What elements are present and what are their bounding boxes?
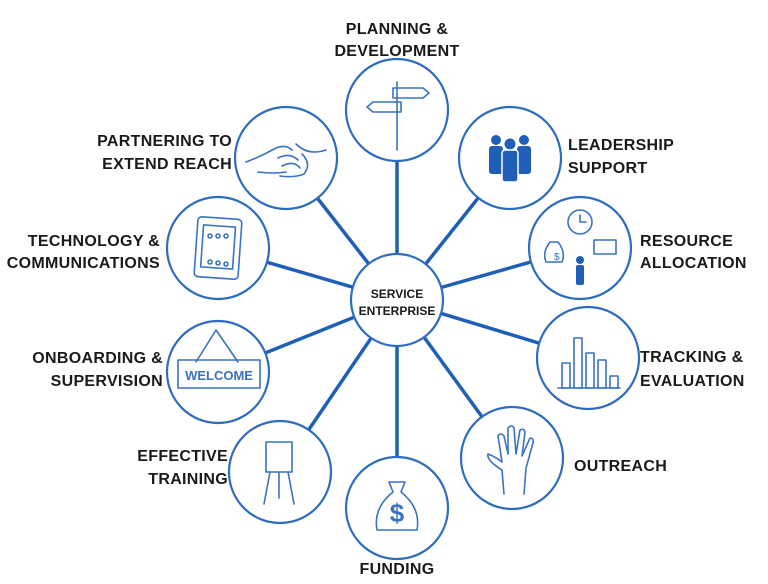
- label-outreach: OUTREACH: [574, 458, 667, 475]
- svg-text:EFFECTIVE: EFFECTIVE: [137, 448, 228, 465]
- svg-text:$: $: [390, 498, 405, 528]
- label-leadership: LEADERSHIP SUPPORT: [568, 137, 674, 177]
- svg-text:ONBOARDING &: ONBOARDING &: [32, 350, 163, 367]
- label-technology: TECHNOLOGY & COMMUNICATIONS: [7, 233, 160, 272]
- svg-text:ALLOCATION: ALLOCATION: [640, 255, 747, 272]
- svg-text:TRAINING: TRAINING: [148, 471, 228, 488]
- svg-text:EVALUATION: EVALUATION: [640, 373, 745, 390]
- svg-text:TECHNOLOGY &: TECHNOLOGY &: [28, 233, 160, 250]
- welcome-sign-icon: WELCOME: [177, 329, 261, 389]
- tablet-icon: [193, 216, 243, 280]
- svg-text:SUPERVISION: SUPERVISION: [51, 373, 163, 390]
- svg-text:RESOURCE: RESOURCE: [640, 233, 733, 250]
- label-onboarding: ONBOARDING & SUPERVISION: [32, 350, 163, 390]
- label-partnering: PARTNERING TO EXTEND REACH: [97, 133, 232, 173]
- svg-text:DEVELOPMENT: DEVELOPMENT: [334, 43, 459, 60]
- resources-icon: $: [543, 209, 617, 285]
- people-group-icon: [489, 135, 531, 183]
- node-circle-outreach: [459, 405, 565, 511]
- svg-text:EXTEND REACH: EXTEND REACH: [102, 156, 232, 173]
- svg-text:FUNDING: FUNDING: [360, 561, 435, 578]
- svg-text:PARTNERING TO: PARTNERING TO: [97, 133, 232, 150]
- center-label-line2: ENTERPRISE: [359, 304, 436, 318]
- node-circle-partnering: [233, 105, 339, 211]
- svg-text:TRACKING &: TRACKING &: [640, 349, 744, 366]
- center-node: SERVICE ENTERPRISE: [349, 252, 445, 348]
- node-circle-onboarding: [165, 319, 271, 425]
- node-circle-resource: [527, 195, 633, 301]
- label-planning: PLANNING & DEVELOPMENT: [334, 21, 459, 60]
- svg-text:LEADERSHIP: LEADERSHIP: [568, 137, 674, 154]
- label-tracking: TRACKING & EVALUATION: [640, 349, 745, 390]
- label-resource: RESOURCE ALLOCATION: [640, 233, 747, 272]
- svg-text:PLANNING &: PLANNING &: [346, 21, 449, 38]
- svg-text:SUPPORT: SUPPORT: [568, 160, 647, 177]
- signpost-icon: [366, 81, 430, 151]
- bar-chart-icon: [557, 337, 621, 389]
- center-label-line1: SERVICE: [371, 287, 423, 301]
- svg-text:$: $: [554, 252, 560, 263]
- hand-icon: [486, 425, 534, 495]
- handshake-icon: [245, 143, 327, 178]
- node-circle-tracking: [535, 305, 641, 411]
- svg-text:OUTREACH: OUTREACH: [574, 458, 667, 475]
- svg-text:COMMUNICATIONS: COMMUNICATIONS: [7, 255, 160, 272]
- node-circle-funding: [344, 455, 450, 561]
- flipchart-icon: [263, 441, 295, 505]
- money-bag-icon: $: [375, 481, 419, 531]
- node-circle-technology: [165, 195, 271, 301]
- label-training: EFFECTIVE TRAINING: [137, 448, 228, 488]
- label-funding: FUNDING: [360, 561, 435, 578]
- welcome-sign-text: WELCOME: [185, 368, 253, 383]
